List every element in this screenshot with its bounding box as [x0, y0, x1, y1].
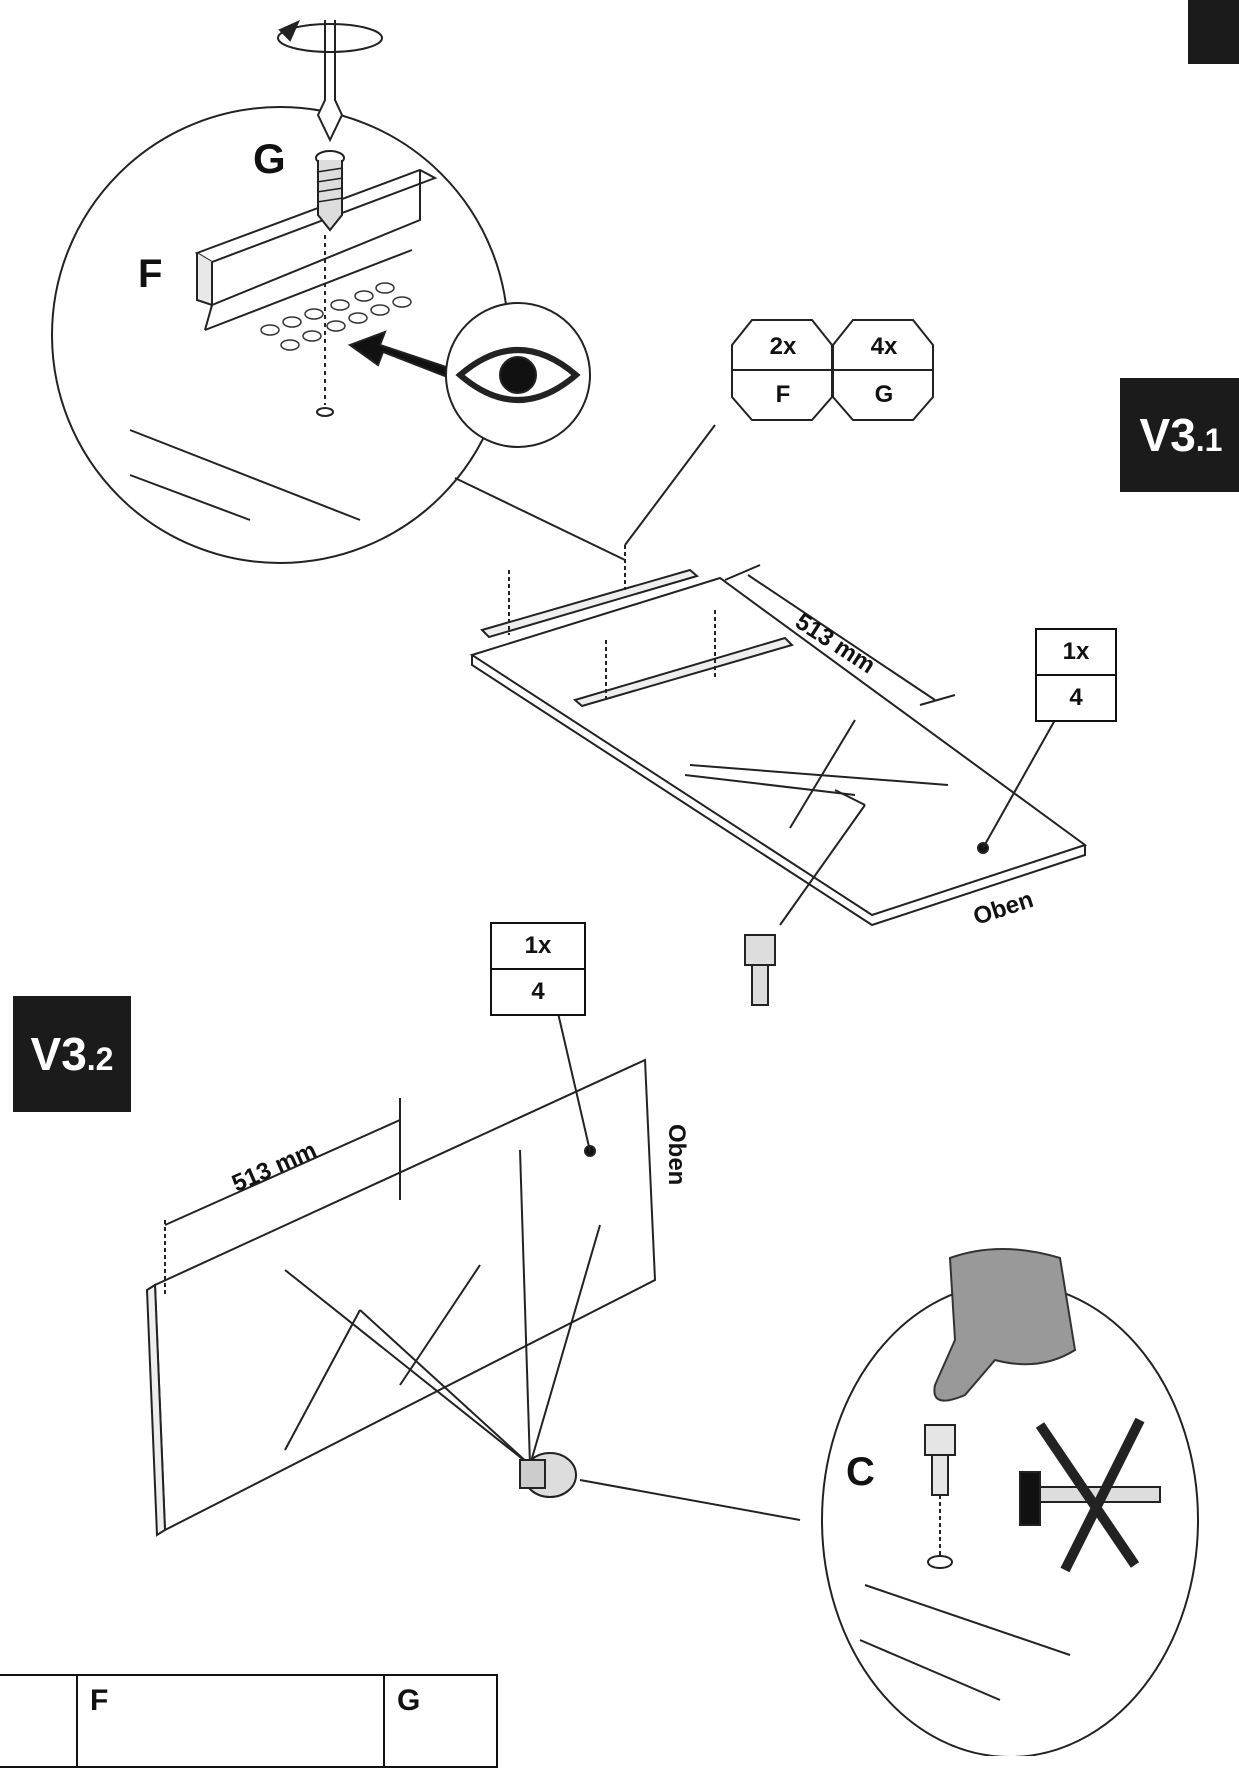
- qty-box-bottom: 1x 4: [490, 922, 586, 1016]
- qty-box-top: 1x 4: [1035, 628, 1117, 722]
- step-badge-main: V3: [30, 1028, 87, 1080]
- dowel-label: C: [846, 1450, 875, 1494]
- step-badge-v32: V3.2: [13, 996, 131, 1112]
- octagon-left-qty: 2x: [769, 333, 797, 360]
- octagon-badges: [624, 319, 934, 546]
- corner-tab: [1188, 0, 1239, 64]
- step-badge-v31: V3.1: [1120, 378, 1239, 492]
- panel-top-drawing: [469, 545, 1088, 1006]
- qty-box-qty: 1x: [524, 932, 552, 959]
- qty-box-qty: 1x: [1062, 638, 1090, 665]
- detail-circle-bottom: [821, 1248, 1199, 1756]
- legend-cell-g: G: [383, 1676, 498, 1766]
- screw-label: G: [253, 135, 286, 182]
- orientation-label-bottom: Oben: [663, 1124, 690, 1186]
- step-badge-main: V3: [1139, 409, 1196, 461]
- legend-cell-f: F: [76, 1676, 383, 1766]
- step-badge-sub: .2: [86, 1040, 114, 1077]
- octagon-right-qty: 4x: [870, 333, 898, 360]
- legend-label: F: [90, 1684, 109, 1717]
- octagon-left-part: F: [775, 381, 791, 408]
- parts-legend: F G: [0, 1674, 498, 1768]
- qty-box-part: 4: [492, 968, 584, 1014]
- bracket-label: F: [138, 252, 163, 296]
- octagon-right-part: G: [874, 381, 894, 408]
- qty-box-part: 4: [1037, 674, 1115, 720]
- panel-bottom-drawing: [145, 999, 801, 1537]
- legend-label: G: [397, 1684, 421, 1717]
- step-badge-sub: .1: [1195, 421, 1223, 458]
- detail-circle-top: [51, 20, 626, 564]
